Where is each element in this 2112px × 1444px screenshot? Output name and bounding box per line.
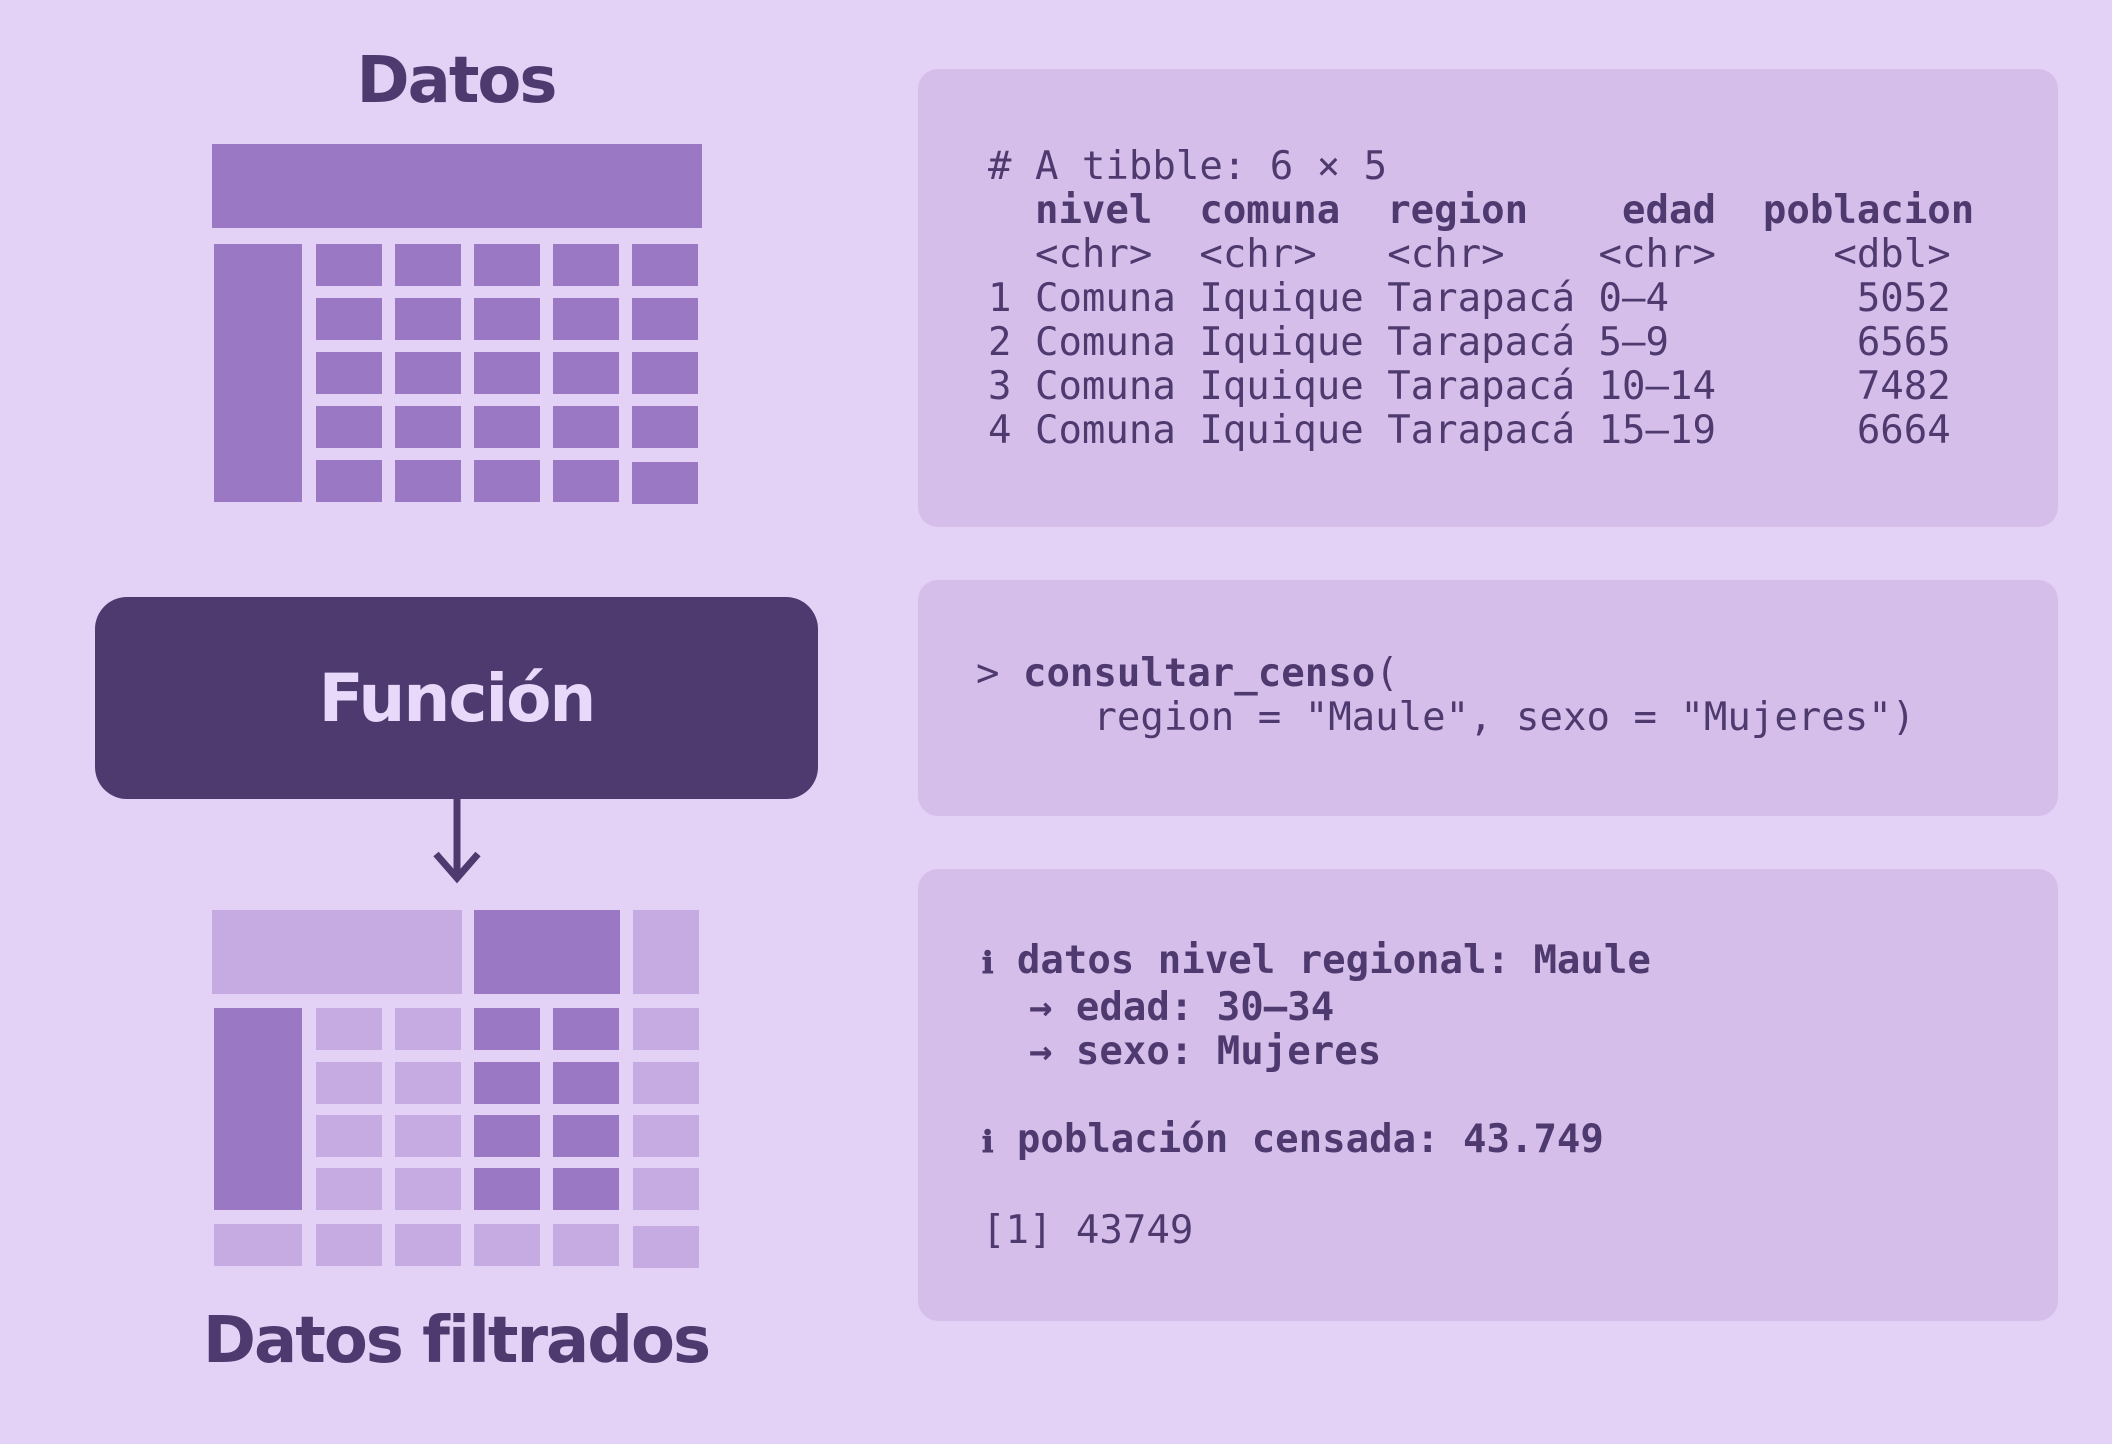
table-row: 4 Comuna Iquique Tarapacá 15–19 6664	[988, 408, 1951, 453]
function-box: Función	[95, 597, 818, 799]
function-label: Función	[318, 659, 597, 737]
function-call-panel: > consultar_censo( region = "Maule", sex…	[918, 580, 2058, 816]
col-header-poblacion: poblacion	[1762, 188, 1975, 233]
tibble-code: # A tibble: 6 × 5 nivel comuna region ed…	[988, 145, 1974, 453]
function-name: consultar_censo	[1022, 651, 1376, 696]
table-row: 2 Comuna Iquique Tarapacá 5–9 6565	[988, 320, 1951, 365]
col-type: <chr>	[1034, 232, 1153, 277]
function-result-code: ℹ datos nivel regional: Maule → edad: 30…	[982, 939, 1651, 1253]
result-line: datos nivel regional: Maule	[1016, 938, 1651, 983]
function-call-code: > consultar_censo( region = "Maule", sex…	[976, 652, 1915, 740]
info-icon: ℹ	[982, 946, 994, 981]
col-type: <dbl>	[1833, 232, 1951, 277]
function-result-panel: ℹ datos nivel regional: Maule → edad: 30…	[918, 869, 2058, 1321]
result-line: → edad: 30–34	[1028, 985, 1335, 1030]
result-line: población censada: 43.749	[1016, 1117, 1604, 1162]
console-prompt: >	[976, 651, 1000, 696]
col-type: <chr>	[1199, 232, 1317, 277]
info-icon: ℹ	[982, 1125, 994, 1160]
table-row: 1 Comuna Iquique Tarapacá 0–4 5052	[988, 276, 1951, 321]
col-type: <chr>	[1598, 232, 1716, 277]
table-row: 3 Comuna Iquique Tarapacá 10–14 7482	[988, 364, 1951, 409]
open-paren: (	[1375, 651, 1399, 696]
tibble-output-panel: # A tibble: 6 × 5 nivel comuna region ed…	[918, 69, 2058, 527]
col-header-region: region	[1387, 188, 1529, 233]
arrow-down-icon	[433, 798, 481, 884]
data-title: Datos	[356, 44, 558, 118]
col-header-edad: edad	[1622, 188, 1716, 233]
data-table-icon	[212, 144, 702, 504]
result-line: → sexo: Mujeres	[1028, 1029, 1382, 1074]
col-type: <chr>	[1387, 232, 1505, 277]
function-args: region = "Maule", sexo = "Mujeres")	[1093, 695, 1916, 740]
filtered-data-title: Datos filtrados	[202, 1304, 711, 1378]
filtered-table-icon	[212, 910, 699, 1268]
col-header-comuna: comuna	[1199, 188, 1341, 233]
tibble-header: # A tibble: 6 × 5	[988, 144, 1388, 189]
result-output: [1] 43749	[982, 1208, 1194, 1253]
col-header-nivel: nivel	[1034, 188, 1153, 233]
